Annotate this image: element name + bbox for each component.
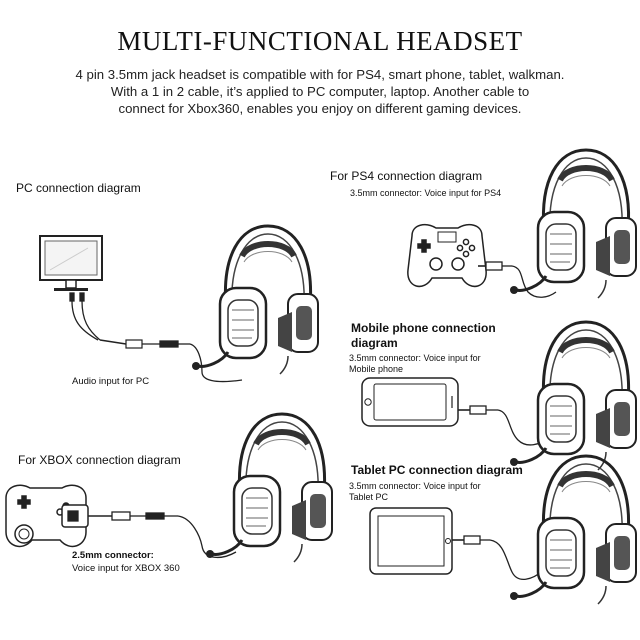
- mobile-diagram-title-2: diagram: [351, 336, 398, 350]
- ps4-headset: [510, 150, 636, 298]
- pc-headset: [192, 226, 318, 374]
- xbox-adapter: [61, 504, 237, 558]
- description-line-3: connect for Xbox360, enables you enjoy o…: [118, 101, 522, 116]
- ps4-caption: 3.5mm connector: Voice input for PS4: [350, 188, 502, 198]
- mobile-caption-1: 3.5mm connector: Voice input for: [349, 353, 481, 363]
- xbox-headset: [206, 414, 332, 562]
- description-line-1: 4 pin 3.5mm jack headset is compatible w…: [75, 67, 565, 82]
- xbox-connector-label: 2.5mm connector:: [72, 550, 154, 561]
- mobile-diagram-title-1: Mobile phone connection: [351, 321, 496, 335]
- ps4-diagram-title: For PS4 connection diagram: [330, 169, 483, 183]
- pc-splitter-cable: [69, 292, 243, 383]
- tablet-device: [369, 507, 453, 575]
- pc-monitor: [39, 235, 103, 291]
- tablet-caption-2: Tablet PC: [349, 492, 389, 502]
- mobile-phone: [361, 377, 459, 427]
- tablet-diagram-title: Tablet PC connection diagram: [351, 463, 523, 477]
- xbox-diagram-title: For XBOX connection diagram: [18, 453, 181, 467]
- tablet-cable: [452, 535, 545, 580]
- mobile-cable: [458, 405, 551, 446]
- tablet-caption-1: 3.5mm connector: Voice input for: [349, 481, 481, 491]
- tablet-headset: [510, 456, 636, 604]
- ps4-controller: [407, 223, 487, 288]
- mobile-caption-2: Mobile phone: [349, 364, 404, 374]
- description-line-2: With a 1 in 2 cable, it’s applied to PC …: [110, 84, 530, 99]
- xbox-caption: Voice input for XBOX 360: [72, 563, 180, 574]
- mobile-headset: [510, 322, 636, 470]
- page-title: MULTI-FUNCTIONAL HEADSET: [117, 26, 523, 56]
- pc-caption: Audio input for PC: [72, 376, 150, 387]
- ps4-cable: [478, 261, 557, 298]
- pc-diagram-title: PC connection diagram: [16, 181, 141, 195]
